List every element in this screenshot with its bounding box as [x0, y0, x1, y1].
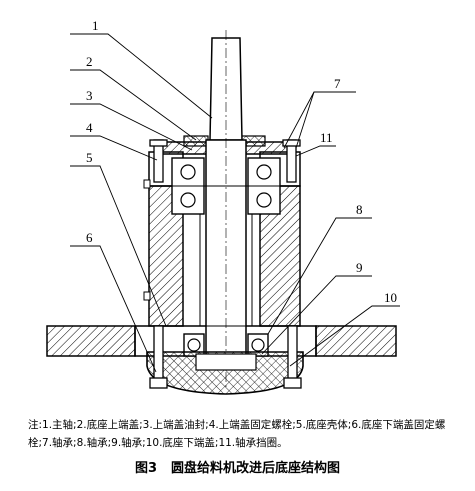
callout-8: 8 — [356, 202, 363, 217]
lower-end-cover — [146, 351, 304, 395]
base-flange — [46, 325, 397, 357]
base-structure-drawing: 1 2 3 4 5 6 7 8 9 10 11 — [46, 18, 400, 395]
leader-lines — [70, 33, 400, 373]
lower-cover-bolts — [149, 325, 302, 389]
callout-1: 1 — [92, 18, 99, 33]
note-line-1: 注:1.主轴;2.底座上端盖;3.上端盖油封;4.上端盖固定螺栓;5.底座壳体;… — [28, 419, 372, 431]
upper-bearings — [171, 157, 281, 215]
figure-title: 圆盘给料机改进后底座结构图 — [171, 461, 341, 476]
housing-body — [148, 151, 301, 327]
figure-number: 图3 — [134, 461, 158, 476]
callout-7: 7 — [334, 76, 341, 91]
figure-note: 注:1.主轴;2.底座上端盖;3.上端盖油封;4.上端盖固定螺栓;5.底座壳体;… — [28, 416, 453, 452]
callout-2: 2 — [86, 54, 93, 69]
main-shaft — [199, 30, 253, 390]
callout-4: 4 — [86, 120, 93, 135]
callout-11: 11 — [320, 130, 333, 145]
callout-6: 6 — [86, 230, 93, 245]
top-cover-bolts — [149, 139, 301, 183]
callout-3: 3 — [86, 88, 93, 103]
figure-caption: 图3 圆盘给料机改进后底座结构图 — [0, 457, 475, 476]
callout-5: 5 — [86, 150, 93, 165]
side-fittings — [143, 179, 151, 301]
callout-10: 10 — [384, 290, 397, 305]
note-line-2: 座下端盖固定螺栓;7.轴承;8.轴承;9.轴承;10.底座下端盖;11.轴承挡圈… — [28, 419, 446, 449]
callout-9: 9 — [356, 260, 363, 275]
callout-labels: 1 2 3 4 5 6 7 8 9 10 11 — [86, 18, 397, 305]
